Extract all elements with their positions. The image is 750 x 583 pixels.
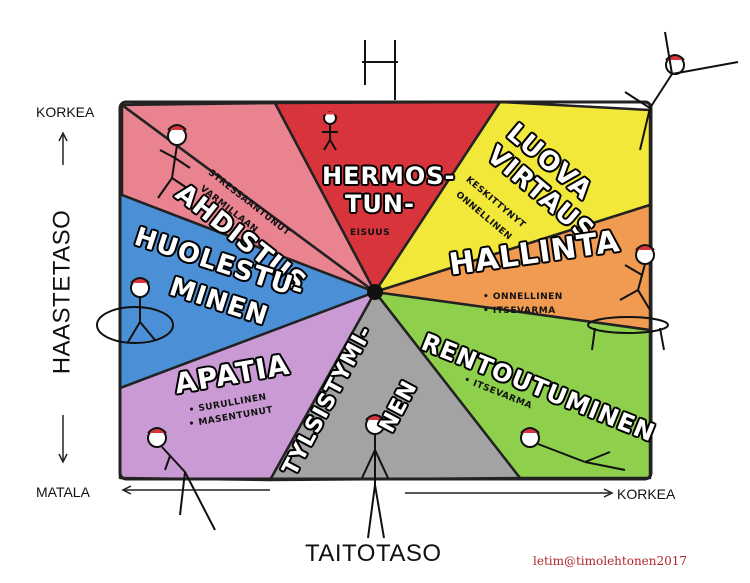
x-axis-right-arrowhead xyxy=(603,488,614,498)
zone-hallinta-bullet-1: • xyxy=(483,292,493,302)
zone-hallinta-sub-2-text: ITSEVARMA xyxy=(492,306,556,316)
figure-apathetic-icon xyxy=(147,427,216,531)
y-axis-down-arrowhead xyxy=(58,453,68,464)
trampoline-icon xyxy=(587,316,669,351)
y-axis-title: HAASTETASO xyxy=(48,209,76,375)
figure-relaxing-icon xyxy=(520,427,626,471)
x-axis-title: TAITOTASO xyxy=(305,540,442,567)
zone-hallinta-sub-1: • ONNELLINEN xyxy=(483,292,563,302)
x-axis-high-label: KORKEA xyxy=(617,486,676,502)
zone-hermostuneisuus-line-3: EISUUS xyxy=(350,228,391,238)
figure-small-red-zone-icon xyxy=(322,111,338,151)
zone-hermostuneisuus-line-2: TUN- xyxy=(345,190,415,218)
center-burst xyxy=(367,284,383,300)
figure-hanging-icon xyxy=(362,40,398,100)
figure-bored-icon xyxy=(361,414,389,539)
diagram-frame xyxy=(118,100,653,481)
figure-control-icon xyxy=(619,244,655,311)
x-axis-left-arrowhead xyxy=(121,485,132,495)
figure-anxious-icon xyxy=(157,124,191,199)
figure-worried-icon xyxy=(96,277,174,344)
y-axis-high-label: KORKEA xyxy=(36,104,95,120)
zone-hallinta-bullet-2: • xyxy=(483,306,493,316)
credit-text: letim@timolehtonen2017 xyxy=(533,554,688,568)
figure-flow-acrobat-icon xyxy=(624,31,739,151)
zone-hallinta-sub-2: • ITSEVARMA xyxy=(483,306,556,316)
zone-hermostuneisuus-line-1: HERMOS- xyxy=(322,162,456,190)
y-axis-low-label: MATALA xyxy=(36,484,90,500)
zone-hallinta-sub-1-text: ONNELLINEN xyxy=(492,292,563,302)
y-axis-up-arrowhead xyxy=(58,131,68,142)
